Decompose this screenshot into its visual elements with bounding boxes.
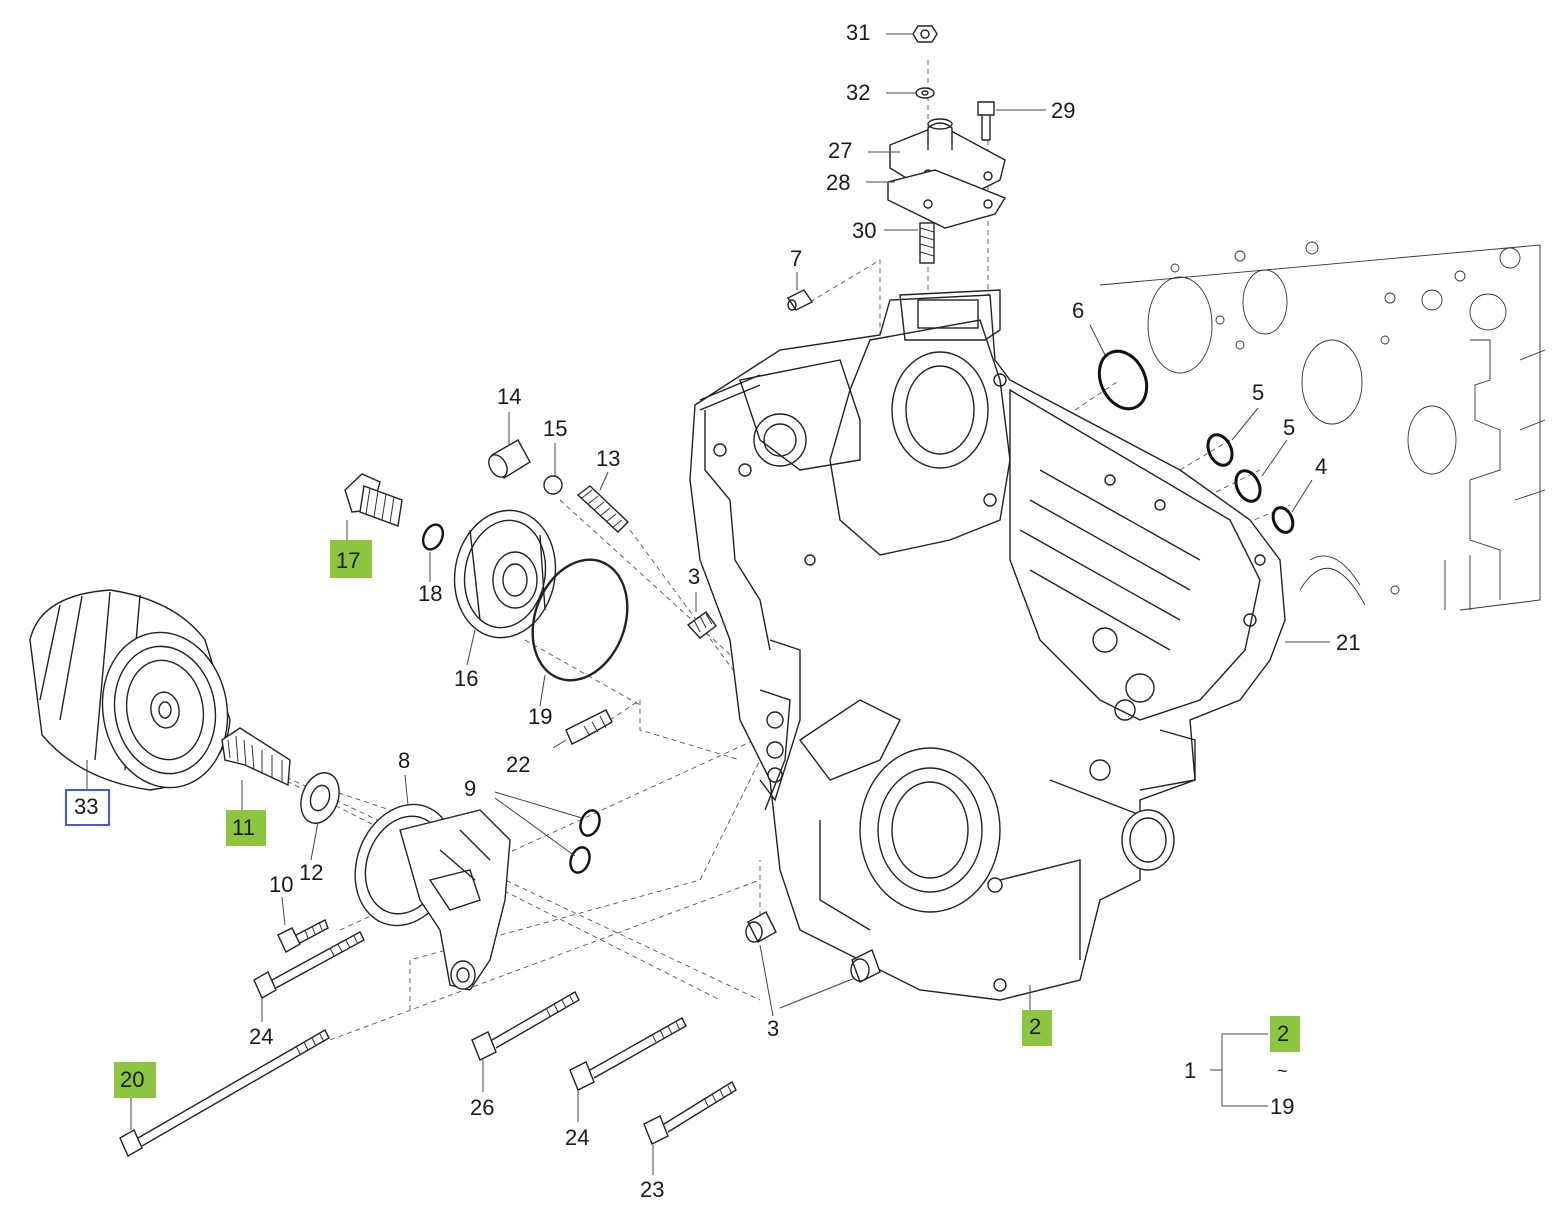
- callout-24-upper[interactable]: 24: [249, 1024, 273, 1049]
- callout-3-lower[interactable]: 3: [767, 1016, 779, 1041]
- callout-32[interactable]: 32: [846, 80, 870, 105]
- legend-range-start[interactable]: 2: [1277, 1021, 1289, 1046]
- badge-11-background: [226, 810, 266, 846]
- legend-range-separator: ~: [1277, 1061, 1288, 1081]
- callout-24-lower[interactable]: 24: [565, 1125, 589, 1150]
- callout-30[interactable]: 30: [852, 218, 876, 243]
- callout-21[interactable]: 21: [1336, 630, 1360, 655]
- callout-27[interactable]: 27: [828, 138, 852, 163]
- callout-8[interactable]: 8: [398, 748, 410, 773]
- callout-10[interactable]: 10: [269, 872, 293, 897]
- screw-22: [565, 709, 613, 745]
- plug-and-washer: [344, 473, 445, 551]
- gear-case-housing: [689, 289, 1286, 1001]
- callout-18[interactable]: 18: [418, 581, 442, 606]
- callout-14[interactable]: 14: [497, 384, 521, 409]
- callout-33[interactable]: 33: [74, 794, 98, 819]
- callout-22[interactable]: 22: [506, 752, 530, 777]
- callout-13[interactable]: 13: [596, 446, 620, 471]
- callout-11[interactable]: 11: [232, 815, 255, 840]
- callout-29[interactable]: 29: [1051, 98, 1075, 123]
- callout-7[interactable]: 7: [790, 246, 802, 271]
- assembly-legend: 1 2 ~ 19: [1184, 1021, 1294, 1119]
- callout-23[interactable]: 23: [640, 1177, 664, 1202]
- callout-5-lower[interactable]: 5: [1283, 415, 1295, 440]
- badge-20-background: [114, 1062, 156, 1098]
- highlight-badges: [65, 540, 1300, 1098]
- callout-19[interactable]: 19: [528, 704, 552, 729]
- callout-17[interactable]: 17: [336, 548, 360, 573]
- bolts: [119, 919, 737, 1157]
- callout-4[interactable]: 4: [1315, 454, 1327, 479]
- badge-2-background: [1022, 1010, 1052, 1046]
- callout-15[interactable]: 15: [543, 416, 567, 441]
- blind-plugs: [686, 611, 881, 983]
- callout-2[interactable]: 2: [1029, 1014, 1041, 1039]
- callout-20[interactable]: 20: [120, 1067, 144, 1092]
- callout-12[interactable]: 12: [299, 860, 323, 885]
- filter-bracket: [354, 803, 601, 991]
- callout-26[interactable]: 26: [470, 1095, 494, 1120]
- callout-16[interactable]: 16: [454, 666, 478, 691]
- leader-lines: [86, 33, 1330, 1175]
- selected-part-33-frame: [65, 789, 110, 826]
- top-cover-parts: [887, 25, 1007, 264]
- callout-9[interactable]: 9: [464, 776, 476, 801]
- callout-28[interactable]: 28: [826, 170, 850, 195]
- callout-31[interactable]: 31: [846, 20, 870, 45]
- dowel-pin: [786, 289, 814, 311]
- threaded-nipple: [221, 727, 340, 824]
- gasket-ring: [531, 558, 629, 682]
- engine-block-outline: [1099, 241, 1546, 611]
- callout-labels: 31 32 29 27 28 30 7 6 5 5 4 14 15 13 17 …: [74, 20, 1360, 1202]
- callout-5-upper[interactable]: 5: [1252, 380, 1264, 405]
- legend-assembly-number[interactable]: 1: [1184, 1058, 1196, 1083]
- legend-badge-2-background: [1270, 1016, 1300, 1052]
- badge-17-background: [330, 540, 372, 578]
- oil-filter: [29, 589, 231, 791]
- callout-6[interactable]: 6: [1072, 298, 1084, 323]
- relief-valve-parts: [453, 439, 630, 639]
- o-rings-right: [1097, 349, 1295, 534]
- legend-range-end[interactable]: 19: [1270, 1094, 1294, 1119]
- callout-3-upper[interactable]: 3: [688, 564, 700, 589]
